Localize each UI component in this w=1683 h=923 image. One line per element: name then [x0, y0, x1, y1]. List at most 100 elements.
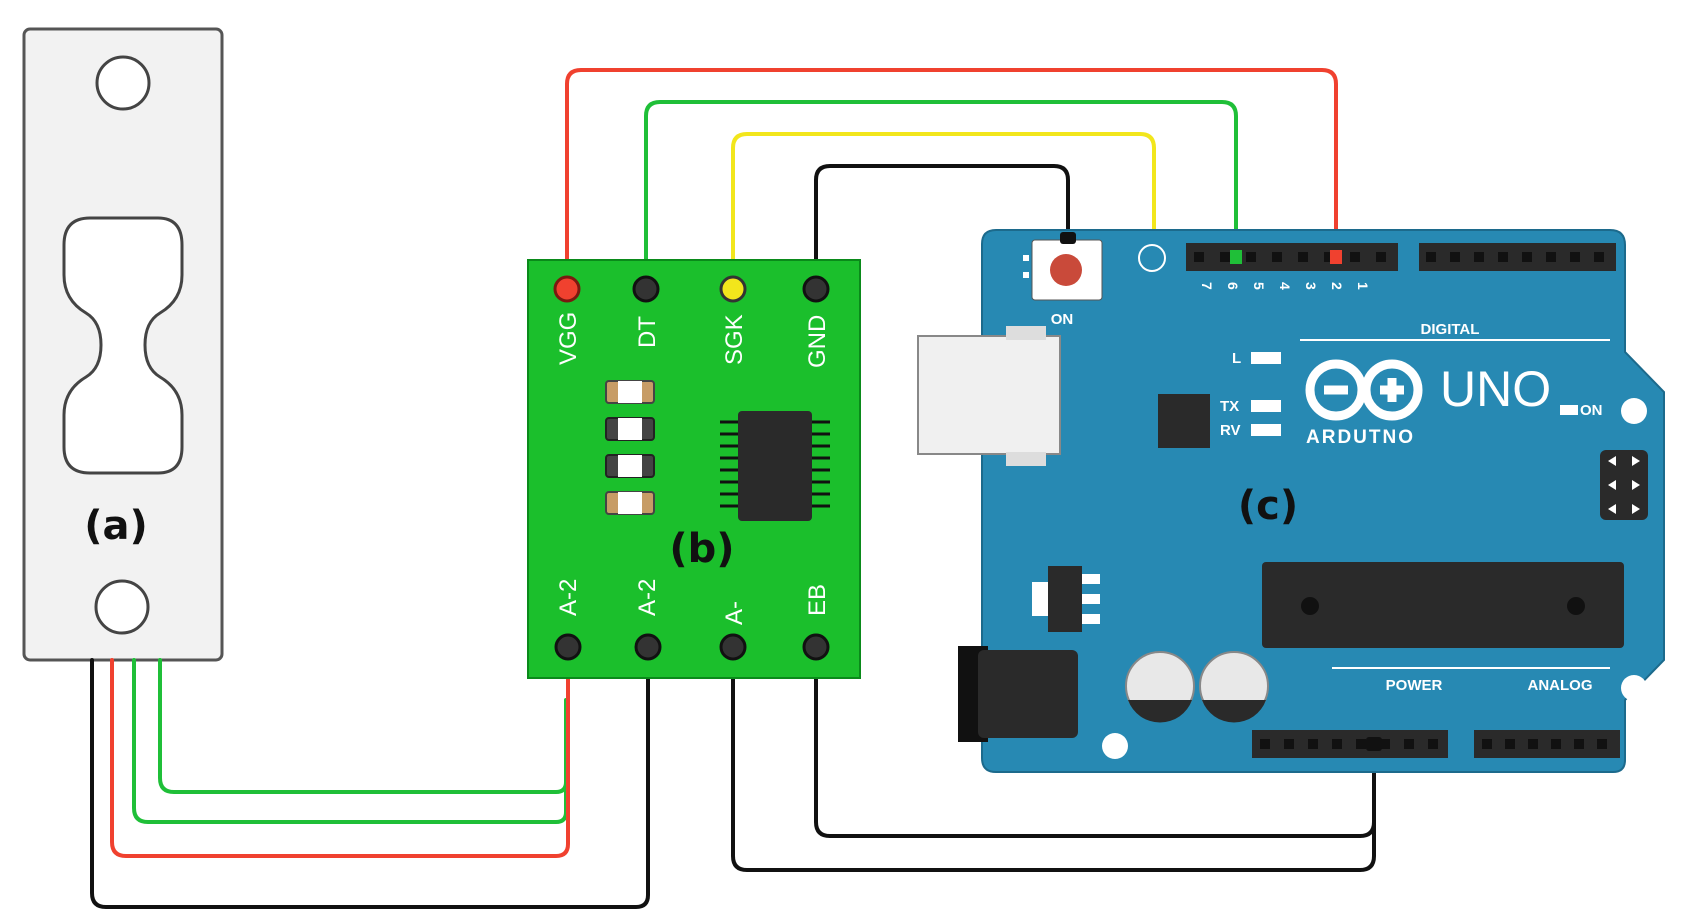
- caption-c: (c): [1238, 483, 1298, 529]
- pin-dt: [632, 275, 660, 303]
- mounting-hole-top: [1138, 244, 1166, 272]
- header-pin: [1332, 739, 1342, 749]
- resistors: [605, 380, 655, 515]
- arduino-maker: ARDUTNO: [1306, 427, 1415, 448]
- header-pin: [1528, 739, 1538, 749]
- arduino-logo-icon: [1305, 359, 1423, 421]
- pin-a-minus: [719, 633, 747, 661]
- wire-loadcell-green-1: [158, 658, 568, 794]
- wires: [90, 68, 1376, 909]
- header-pin: [1284, 739, 1294, 749]
- svg-text:1: 1: [1355, 282, 1371, 290]
- wire-loadcell-green-2: [132, 658, 568, 824]
- header-pin: [1522, 252, 1532, 262]
- analog-label: ANALOG: [1528, 677, 1593, 694]
- power-header: [1252, 730, 1448, 758]
- arduino-board: ON 7 6 5 4 3 2 1 DIGITAL: [917, 229, 1665, 773]
- header-pin: [1404, 739, 1414, 749]
- wire-loadcell-red: [110, 645, 570, 858]
- arduino-gnd-contact: [1060, 232, 1076, 244]
- digital-label: DIGITAL: [1421, 321, 1480, 338]
- pin-gnd: [802, 275, 830, 303]
- label-eb: EB: [804, 584, 831, 616]
- header-pin: [1246, 252, 1256, 262]
- svg-text:5: 5: [1251, 282, 1267, 290]
- hx711-chip: [720, 411, 830, 521]
- analog-header: [1474, 730, 1620, 758]
- header-pin: [1308, 739, 1318, 749]
- header-pin: [1260, 739, 1270, 749]
- header-pin: [1380, 739, 1390, 749]
- load-cell-top-hole: [95, 55, 151, 111]
- label-a-minus: A-: [721, 601, 748, 625]
- wire-vcc-red: [565, 68, 1338, 291]
- caption-a: (a): [84, 503, 148, 549]
- load-cell: (a): [22, 27, 224, 662]
- pin-vcc: [553, 275, 581, 303]
- power-label: POWER: [1386, 677, 1443, 694]
- svg-text:4: 4: [1277, 282, 1293, 290]
- arduino-power-contact: [1366, 737, 1382, 751]
- pin-a2-1: [554, 633, 582, 661]
- mounting-hole-right: [1621, 398, 1647, 424]
- pin-sck: [719, 275, 747, 303]
- header-pin: [1298, 252, 1308, 262]
- header-pin: [1505, 739, 1515, 749]
- load-cell-slot: [62, 216, 184, 475]
- icsp-header: [1600, 450, 1648, 520]
- led-tx-label: TX: [1220, 398, 1239, 415]
- header-pin: [1594, 252, 1604, 262]
- caption-b: (b): [669, 526, 734, 572]
- led-rx-label: RV: [1220, 422, 1241, 439]
- wire-gnd-black: [814, 164, 1070, 291]
- label-vcc: VGG: [555, 312, 582, 365]
- header-pin: [1482, 739, 1492, 749]
- label-a2-1: A-2: [555, 579, 582, 616]
- header-pin: [1551, 739, 1561, 749]
- led-l-label: L: [1232, 350, 1241, 367]
- header-pin: [1356, 739, 1366, 749]
- label-dt: DT: [634, 316, 661, 348]
- header-pin: [1546, 252, 1556, 262]
- dc-power-jack: [958, 646, 1078, 742]
- atmega-chip: [1262, 562, 1624, 648]
- header-pin: [1474, 252, 1484, 262]
- pin-a2-2: [634, 633, 662, 661]
- header-pin: [1498, 252, 1508, 262]
- wire-a-black: [731, 645, 1376, 872]
- wire-loadcell-black: [90, 645, 650, 909]
- on-led-label: ON: [1580, 402, 1603, 419]
- hx711-board: VGG DT SGK GND: [527, 259, 861, 679]
- header-pin: [1426, 252, 1436, 262]
- header-pin: [1376, 252, 1386, 262]
- header-pin: [1570, 252, 1580, 262]
- label-sck: SGK: [721, 314, 748, 365]
- arduino-pin-contact-green: [1230, 250, 1242, 264]
- svg-text:2: 2: [1329, 282, 1345, 290]
- header-pin: [1194, 252, 1204, 262]
- svg-text:3: 3: [1303, 282, 1319, 290]
- capacitors: [1125, 651, 1269, 723]
- header-pin: [1574, 739, 1584, 749]
- digital-header-2: [1419, 243, 1616, 271]
- label-a2-2: A-2: [634, 579, 661, 616]
- label-gnd: GND: [804, 315, 831, 368]
- header-pin: [1272, 252, 1282, 262]
- wire-dt-green: [644, 100, 1238, 291]
- mounting-hole-right-low: [1621, 675, 1647, 701]
- header-pin: [1450, 252, 1460, 262]
- header-pin: [1597, 739, 1607, 749]
- header-pin: [1350, 252, 1360, 262]
- mounting-hole-bottom: [1102, 733, 1128, 759]
- on-led: [1560, 405, 1578, 415]
- voltage-regulator: [1032, 566, 1100, 632]
- uno-brand: UNO: [1440, 361, 1551, 417]
- digital-header-pins: [1194, 252, 1604, 262]
- wire-sck-yellow: [731, 132, 1156, 291]
- reset-button[interactable]: [1023, 239, 1103, 301]
- small-chip: [1158, 394, 1210, 448]
- header-pin: [1324, 252, 1334, 262]
- load-cell-bottom-hole: [94, 579, 150, 635]
- usb-port: [917, 326, 1061, 466]
